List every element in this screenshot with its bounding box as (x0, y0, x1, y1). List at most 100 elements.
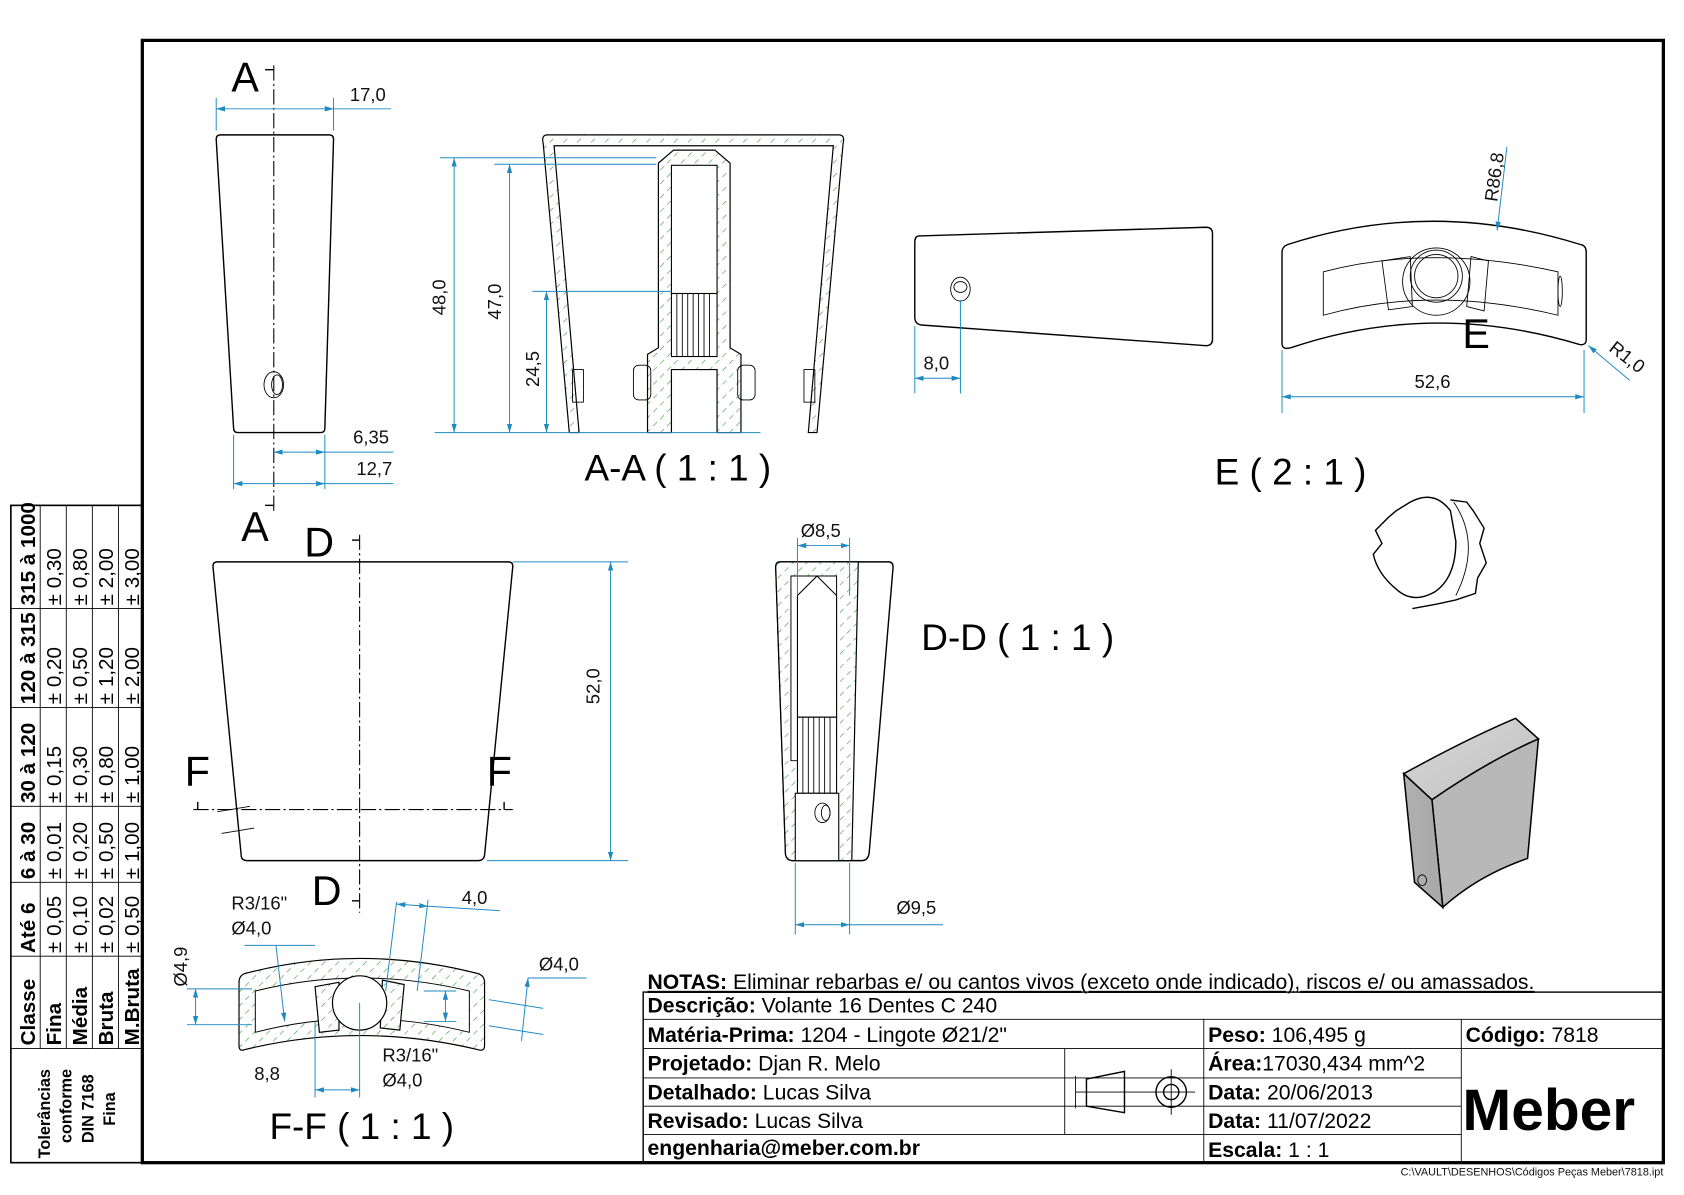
dim-hole-offset: 8,0 (923, 353, 949, 374)
detalhado-label: Detalhado: (648, 1082, 757, 1105)
section-d-d-title: D-D ( 1 : 1 ) (921, 617, 1114, 658)
escala-value: 1 : 1 (1282, 1139, 1329, 1162)
peso-value: 106,495 g (1266, 1024, 1366, 1047)
email: engenharia@meber.com.br (648, 1137, 920, 1160)
tol-header-6-30: 6 à 30 (17, 822, 40, 879)
detalhado: Detalhado: Lucas Silva (648, 1082, 872, 1105)
front-view: A A 17,0 6,35 12,7 (215, 54, 394, 550)
tol-value: ± 1,20 (95, 647, 118, 704)
detail-mark-e: E (1462, 311, 1490, 357)
descricao-value: Volante 16 Dentes C 240 (756, 995, 997, 1018)
descricao: Descrição: Volante 16 Dentes C 240 (648, 995, 998, 1018)
dim-radius-1-0: R1,0 (1605, 337, 1649, 378)
tol-value: ± 0,30 (43, 548, 66, 605)
company-logo: Meber (1462, 1078, 1635, 1143)
dim-width-52-6: 52,6 (1415, 371, 1451, 392)
detalhado-value: Lucas Silva (757, 1082, 871, 1105)
tol-class-label: Média (69, 986, 92, 1045)
peso-label: Peso: (1208, 1024, 1266, 1047)
section-mark-f-right: F (487, 749, 512, 795)
dim-radius-86-8: R86,8 (1480, 151, 1508, 203)
materia-prima: Matéria-Prima: 1204 - Lingote Ø21/2" (648, 1024, 1007, 1047)
tol-value: ± 0,01 (43, 822, 66, 879)
dim-height-24-5: 24,5 (522, 351, 543, 387)
file-path: C:\VAULT\DESENHOS\Códigos Peças Meber\78… (1401, 1167, 1664, 1179)
detail-e-view: E ( 2 : 1 ) (1215, 452, 1488, 610)
tol-header-ate-6: Até 6 (17, 903, 40, 953)
tol-value: ± 0,20 (69, 822, 92, 879)
section-f-f-title: F-F ( 1 : 1 ) (269, 1106, 454, 1147)
tol-value: ± 0,20 (43, 647, 66, 704)
tol-value: ± 0,50 (69, 647, 92, 704)
tol-header-315-1000: 315 à 1000 (17, 502, 40, 605)
dim-width-4-0: 4,0 (462, 887, 488, 908)
revisado-value: Lucas Silva (749, 1110, 863, 1133)
tol-value: ± 1,00 (121, 746, 144, 803)
tolerance-table: Classe Até 6 6 à 30 30 à 120 120 à 315 3… (10, 502, 144, 1164)
tol-value: ± 0,50 (121, 896, 144, 953)
tol-row-bruta: Bruta ± 0,02 ± 0,50 ± 0,80 ± 1,20 ± 2,00 (95, 548, 118, 1045)
data2-value: 11/07/2022 (1261, 1110, 1371, 1133)
projetado: Projetado: Djan R. Melo (648, 1052, 881, 1075)
tol-value: ± 1,00 (121, 822, 144, 879)
tol-value: ± 0,80 (69, 548, 92, 605)
escala: Escala: 1 : 1 (1208, 1139, 1329, 1162)
dim-diameter-4-left: Ø4,0 (231, 918, 271, 939)
tol-value: ± 0,50 (95, 822, 118, 879)
dim-height-52: 52,0 (583, 668, 604, 704)
section-a-a-title: A-A ( 1 : 1 ) (585, 447, 772, 488)
data-revisao: Data: 11/07/2022 (1208, 1110, 1371, 1133)
tol-value: ± 0,10 (69, 896, 92, 953)
projetado-value: Djan R. Melo (752, 1052, 880, 1075)
isometric-view (1402, 717, 1540, 910)
data1-value: 20/06/2013 (1261, 1082, 1373, 1105)
dim-diameter-4-9: Ø4,9 (170, 947, 191, 987)
tol-value: ± 2,00 (121, 647, 144, 704)
area-value: 17030,434 mm^2 (1262, 1052, 1425, 1075)
section-mark-a-top: A (231, 54, 259, 100)
materia-label: Matéria-Prima: (648, 1024, 795, 1047)
area: Área:17030,434 mm^2 (1208, 1050, 1425, 1075)
dim-height-47: 47,0 (484, 284, 505, 320)
side-view: D D F F 52,0 (185, 519, 628, 914)
revisado-label: Revisado: (648, 1110, 749, 1133)
peso: Peso: 106,495 g (1208, 1024, 1366, 1047)
dim-offset-8-8: 8,8 (254, 1063, 280, 1084)
dim-diameter-4-bottom: Ø4,0 (382, 1070, 422, 1091)
escala-label: Escala: (1208, 1139, 1282, 1162)
dim-half-bottom: 6,35 (353, 426, 389, 447)
dim-thread-r3-16-left: R3/16" (231, 893, 287, 914)
tol-title-line-4: Fina (101, 1091, 119, 1125)
tol-value: ± 3,00 (121, 548, 144, 605)
tol-title-line-2: conforme (58, 1069, 76, 1143)
tol-value: ± 0,05 (43, 896, 66, 953)
dim-diameter-9-5: Ø9,5 (896, 897, 936, 918)
tol-title-line-1: Tolerâncias (36, 1069, 54, 1158)
revisado: Revisado: Lucas Silva (648, 1110, 864, 1133)
tol-row-fina: Fina ± 0,05 ± 0,01 ± 0,15 ± 0,20 ± 0,30 (43, 548, 66, 1045)
section-f-f-view: 8,8 R3/16" Ø4,0 4,0 Ø4,9 Ø4,0 R3/16" Ø4,… (170, 887, 587, 1147)
section-mark-d-top: D (304, 519, 334, 565)
section-d-d-view: Ø8,5 Ø9,5 D-D ( 1 : 1 ) (775, 520, 1114, 935)
area-label: Área: (1208, 1050, 1262, 1075)
section-mark-f-left: F (185, 749, 210, 795)
codigo-label: Código: (1466, 1024, 1546, 1047)
title-block: NOTAS: Eliminar rebarbas e/ ou cantos vi… (642, 971, 1665, 1179)
tol-title-line-3: DIN 7168 (79, 1074, 97, 1143)
dim-diameter-8-5: Ø8,5 (801, 520, 841, 541)
codigo: Código: 7818 (1466, 1024, 1599, 1047)
tol-value: ± 0,02 (95, 896, 118, 953)
first-angle-projection-icon (1075, 1069, 1196, 1115)
tol-value: ± 0,80 (95, 746, 118, 803)
notes-label: NOTAS: (648, 971, 728, 994)
end-view: E R86,8 52,6 R1,0 (1281, 146, 1649, 414)
top-view: 8,0 (914, 226, 1214, 394)
data1-label: Data: (1208, 1082, 1261, 1105)
notes-text: Eliminar rebarbas e/ ou cantos vivos (ex… (727, 971, 1534, 994)
codigo-value: 7818 (1546, 1024, 1599, 1047)
tol-class-label: M.Bruta (121, 968, 144, 1045)
data2-label: Data: (1208, 1110, 1261, 1133)
section-mark-a-bottom: A (241, 504, 269, 550)
